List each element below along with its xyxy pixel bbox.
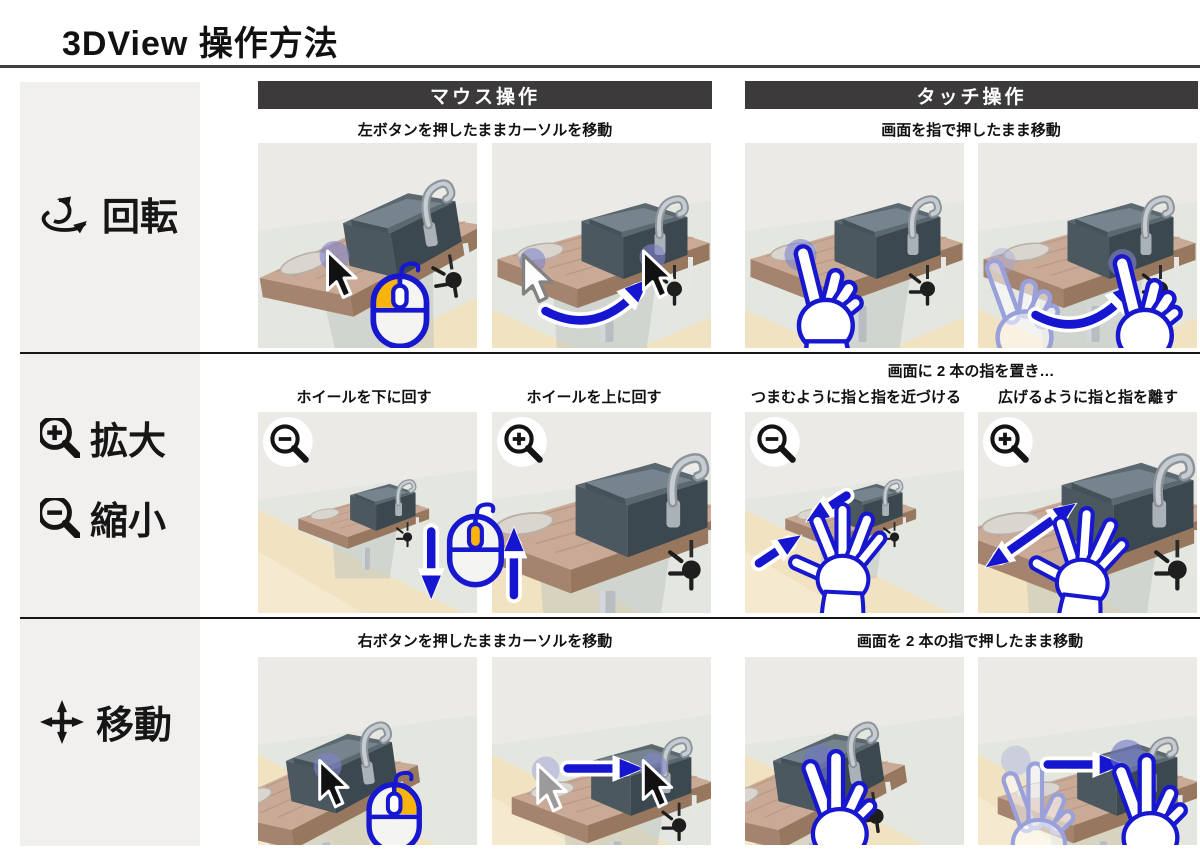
header-mouse: マウス操作 xyxy=(258,81,712,109)
header-touch: タッチ操作 xyxy=(745,81,1198,109)
caption-rotate-touch: 画面を指で押したまま移動 xyxy=(881,122,1061,139)
row-label-move: 移動 xyxy=(38,694,172,749)
illustration-move-mouse-drag xyxy=(492,657,711,845)
mouse-wheel-icon xyxy=(446,500,506,592)
spread-arrow xyxy=(978,492,1085,579)
zoom-in-label: 拡大 xyxy=(90,421,167,463)
move-arrow xyxy=(1039,751,1126,778)
header-mouse-label: マウス操作 xyxy=(429,86,540,108)
magnifier-minus-icon xyxy=(40,498,80,538)
move-label: 移動 xyxy=(96,705,173,747)
caption-pinch: つまむように指と指を近づける xyxy=(750,389,962,406)
illustration-rotate-mouse-press xyxy=(258,143,477,348)
illustration-move-mouse-press xyxy=(258,657,477,845)
drag-arrow xyxy=(537,268,659,329)
caption-wheel-up: ホイールを上に回す xyxy=(526,389,662,406)
rotate-3d-icon xyxy=(41,193,91,233)
magnifier-minus-icon xyxy=(750,417,800,467)
illustration-rotate-touch-press xyxy=(745,143,964,348)
row-label-zoom-out: 縮小 xyxy=(40,490,166,545)
illustration-move-touch-drag xyxy=(978,657,1197,845)
illustration-move-touch-press xyxy=(745,657,964,845)
illustration-spread-touch xyxy=(978,412,1197,613)
drag-arrow xyxy=(1027,272,1147,333)
row-divider xyxy=(20,617,1200,619)
pinch-arrows xyxy=(750,487,855,572)
magnifier-minus-icon xyxy=(263,417,313,467)
illustration-rotate-mouse-drag xyxy=(492,143,711,348)
illustration-zoom-in-mouse xyxy=(492,412,711,613)
magnifier-plus-icon xyxy=(40,418,80,458)
title-rule xyxy=(0,65,1200,68)
row-divider xyxy=(20,352,1200,354)
caption-move-mouse: 右ボタンを押したままカーソルを移動 xyxy=(357,633,613,650)
header-touch-label: タッチ操作 xyxy=(916,86,1027,108)
move-arrow xyxy=(559,755,646,782)
rotate-label: 回転 xyxy=(102,197,179,239)
row-label-zoom-in: 拡大 xyxy=(40,410,166,465)
row-label-rotate: 回転 xyxy=(38,186,178,241)
caption-spread: 広げるように指と指を離す xyxy=(997,389,1179,406)
scroll-down-arrow xyxy=(417,523,445,602)
caption-move-touch: 画面を 2 本の指で押したまま移動 xyxy=(856,633,1084,650)
caption-rotate-mouse: 左ボタンを押したままカーソルを移動 xyxy=(357,122,613,139)
illustration-rotate-touch-drag xyxy=(978,143,1197,348)
page-title: 3DView 操作方法 xyxy=(62,25,339,63)
magnifier-plus-icon xyxy=(983,417,1033,467)
scroll-up-arrow xyxy=(500,525,528,604)
caption-wheel-down: ホイールを下に回す xyxy=(296,389,432,406)
move-arrows-icon xyxy=(40,699,84,744)
illustration-pinch-touch xyxy=(745,412,964,613)
zoom-out-label: 縮小 xyxy=(90,501,167,543)
illustration-zoom-out-mouse xyxy=(258,412,477,613)
magnifier-plus-icon xyxy=(497,417,547,467)
caption-zoom-touch-intro: 画面に 2 本の指を置き… xyxy=(887,363,1055,380)
